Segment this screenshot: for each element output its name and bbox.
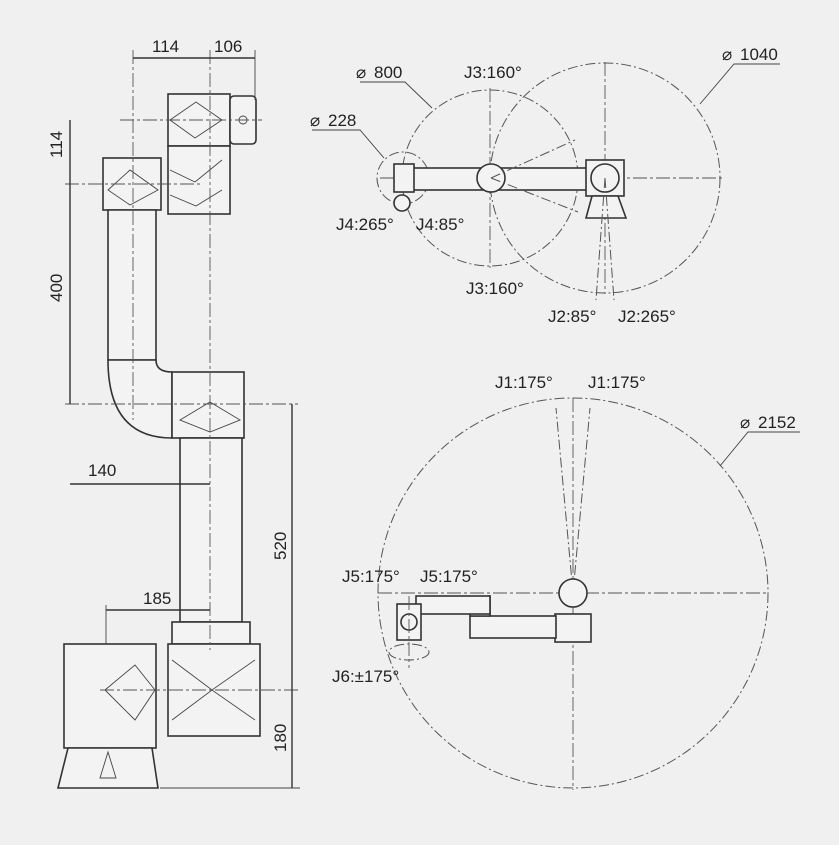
- dim-180: 180: [271, 724, 290, 752]
- elbow-marker: [107, 169, 159, 206]
- j5-left-label: J5:175°: [342, 567, 400, 586]
- dim-left-114: 114: [47, 131, 66, 158]
- shoulder-marker: [178, 401, 242, 433]
- j4-right-label: J4:85°: [416, 215, 464, 234]
- ray-j3-b: [490, 177, 579, 213]
- base-j2-block: [554, 613, 592, 643]
- dia-800: 800: [374, 63, 402, 82]
- dia-2152-symbol: ⌀: [740, 413, 750, 432]
- upper-arm-tube: [107, 209, 157, 361]
- base-j1-circle: [558, 578, 588, 608]
- top-tool: [393, 194, 411, 212]
- dia-1040-symbol: ⌀: [722, 45, 732, 64]
- dim-left-400: 400: [47, 274, 66, 302]
- j2-right-label: J2:265°: [618, 307, 676, 326]
- leader-2152: [719, 431, 800, 467]
- leader-800: [360, 81, 433, 109]
- dim-top-114: 114: [152, 37, 179, 56]
- shoulder-block: [171, 371, 245, 439]
- elbow-bend: [107, 359, 173, 439]
- dia-800-symbol: ⌀: [356, 63, 366, 82]
- dim-top-106: 106: [214, 37, 242, 56]
- ray-j1-b: [572, 407, 591, 594]
- j1-left-label: J1:175°: [495, 373, 553, 392]
- ray-j2-b: [604, 177, 615, 301]
- j5-right-label: J5:175°: [420, 567, 478, 586]
- dim-140: 140: [88, 461, 116, 480]
- j6-label: J6:±175°: [332, 667, 399, 686]
- dim-185: 185: [143, 589, 171, 608]
- j3-top-label: J3:160°: [464, 63, 522, 82]
- j4-left-label: J4:265°: [336, 215, 394, 234]
- base-foot-marker: [99, 750, 117, 779]
- base-lower-arm: [469, 615, 557, 639]
- dia-228: 228: [328, 111, 356, 130]
- wrist-lower-block: [167, 145, 231, 215]
- leader-1040: [699, 63, 780, 105]
- ray-j1-a: [555, 407, 574, 594]
- j3-bottom-label: J3:160°: [466, 279, 524, 298]
- dim-520: 520: [271, 532, 290, 560]
- side-view: 114 106 114 400 140 185 520 180: [47, 37, 300, 789]
- base-upper-arm: [415, 595, 491, 615]
- base-foot: [56, 747, 159, 789]
- ray-j2-a: [595, 177, 606, 301]
- lower-arm-tube: [179, 437, 243, 623]
- leader-228: [312, 129, 385, 159]
- wrist-lines: [169, 159, 223, 207]
- dia-1040: 1040: [740, 45, 778, 64]
- base-view: J1:175° J1:175° ⌀ 2152 J5:175° J5:175° J…: [332, 373, 800, 790]
- base-block: [63, 643, 157, 749]
- top-base-foot: [584, 195, 628, 219]
- ray-j3-a: [490, 139, 576, 179]
- j2-left-label: J2:85°: [548, 307, 596, 326]
- j1-right-label: J1:175°: [588, 373, 646, 392]
- dia-228-symbol: ⌀: [310, 111, 320, 130]
- lower-arm-collar: [171, 621, 251, 645]
- dia-2152: 2152: [758, 413, 796, 432]
- top-view: ⌀ 800 ⌀ 1040 ⌀ 228 J3:160° J3:160° J4:26…: [310, 45, 780, 326]
- top-wrist: [393, 163, 415, 193]
